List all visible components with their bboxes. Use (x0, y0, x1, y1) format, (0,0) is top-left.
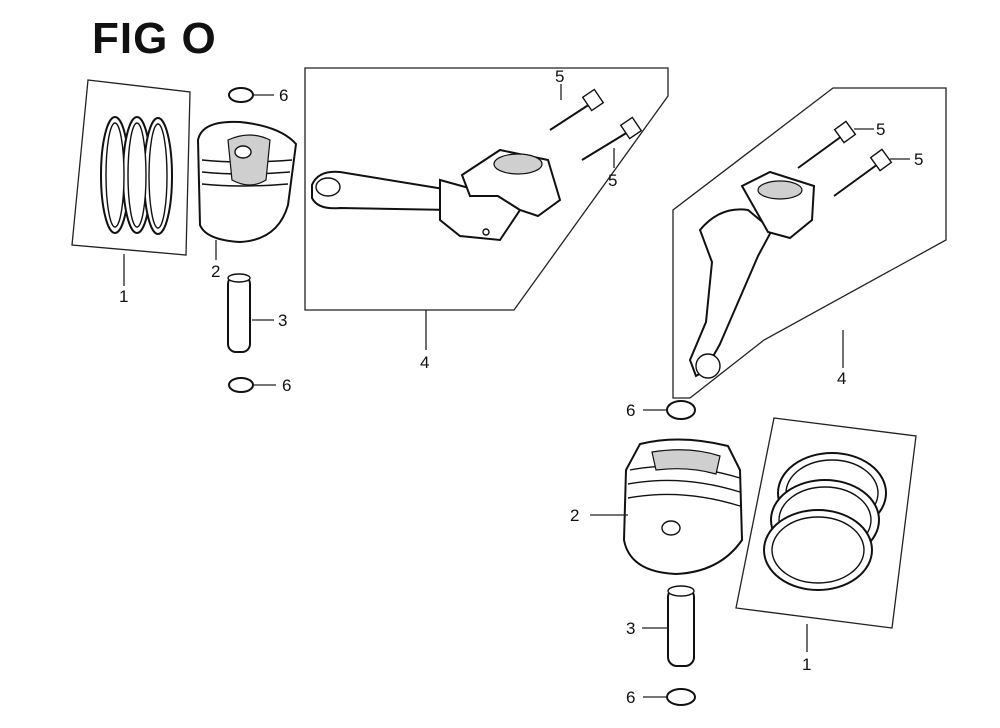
piston-icon (196, 120, 298, 260)
callout-1: 1 (802, 655, 811, 674)
ring-set-panel-left (71, 79, 191, 286)
callout-3: 3 (278, 311, 287, 330)
clip-icon (643, 400, 696, 420)
ring-set-panel-right (735, 417, 917, 652)
callout-3: 3 (626, 619, 635, 638)
callout-6: 6 (626, 688, 635, 707)
clip-icon (228, 87, 276, 393)
callout-4: 4 (420, 353, 429, 372)
callout-5: 5 (876, 120, 885, 139)
clip-icon (643, 688, 696, 706)
callout-1: 1 (119, 287, 128, 306)
bolt-icon (549, 88, 643, 161)
piston-ring-icon (763, 452, 887, 591)
conrod-panel-right (672, 87, 947, 399)
callout-2: 2 (570, 506, 579, 525)
callout-6: 6 (279, 86, 288, 105)
conrod-panel-top (304, 67, 669, 350)
callout-4: 4 (837, 369, 846, 388)
callout-5: 5 (914, 150, 923, 169)
piston-pin-icon (642, 585, 695, 667)
connecting-rod-icon (311, 148, 562, 242)
callout-5: 5 (555, 67, 564, 86)
figure-title: FIG O (92, 14, 217, 63)
piston-icon (590, 438, 744, 576)
piston-ring-icon (100, 116, 173, 235)
callout-6: 6 (282, 376, 291, 395)
piston-pin-icon (227, 273, 274, 353)
callout-2: 2 (211, 262, 220, 281)
bolt-icon (797, 120, 893, 197)
callout-6: 6 (626, 401, 635, 420)
callout-5: 5 (608, 171, 617, 190)
connecting-rod-icon (688, 170, 816, 379)
